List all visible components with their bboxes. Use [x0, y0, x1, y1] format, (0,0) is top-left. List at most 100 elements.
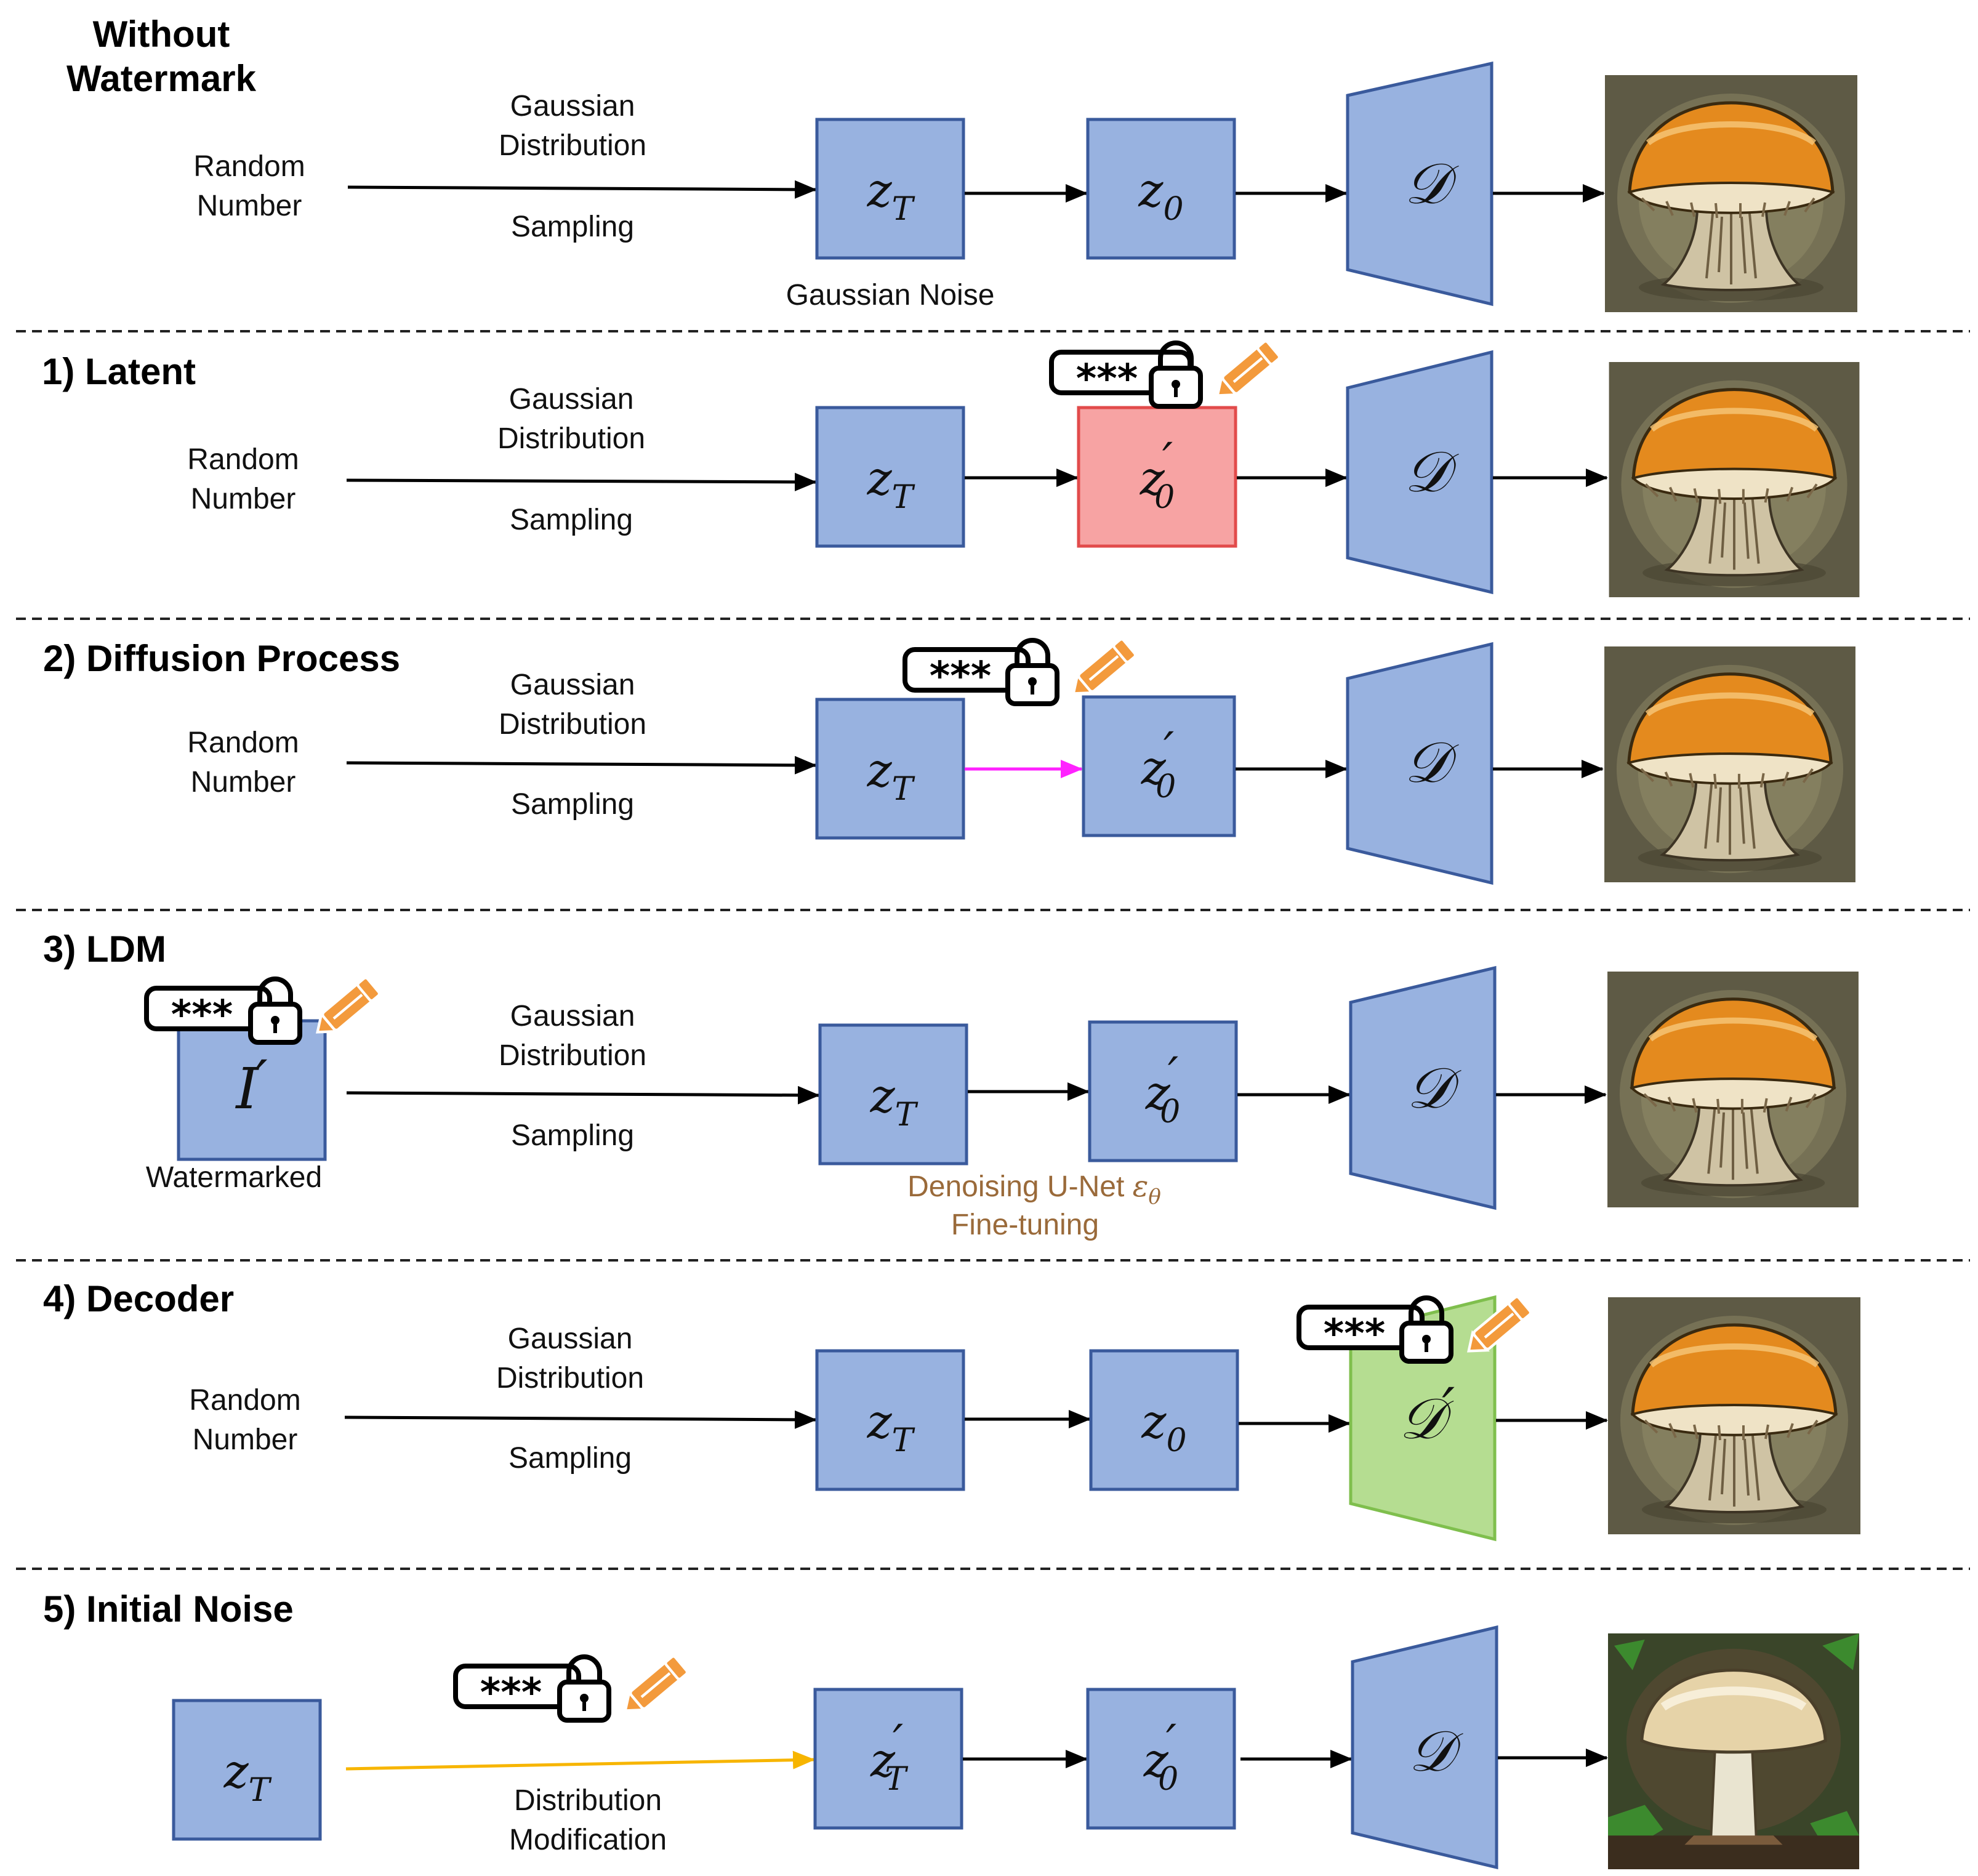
row-latent: 1) Latent Random Number Gaussian Distrib… — [42, 340, 1859, 597]
row-title: 5) Initial Noise — [43, 1588, 294, 1630]
input-label-line: Number — [191, 766, 296, 799]
row-decoder: 4) Decoder Random Number Gaussian Distri… — [43, 1278, 1860, 1542]
watermark-key-badge: *** — [903, 638, 1136, 706]
row-ldm: 3) LDM I′ Watermarked *** Gaussian Distr… — [43, 928, 1859, 1241]
zt-symbol: zT — [867, 743, 915, 808]
z0-prime-symbol: z′0 — [1145, 1047, 1180, 1130]
edge-label-line: Gaussian — [510, 90, 635, 123]
image-prime-symbol: I′ — [235, 1049, 267, 1122]
output-image — [1605, 75, 1857, 312]
z0-symbol: z0 — [1138, 163, 1183, 228]
edge-label-line: Distribution — [499, 1039, 646, 1072]
watermarked-label: Watermarked — [146, 1161, 322, 1194]
sampling-arrow — [346, 755, 817, 775]
row-title: 4) Decoder — [43, 1278, 234, 1319]
decoder-block — [1346, 350, 1494, 595]
decoder-block — [1351, 1625, 1498, 1870]
lock-icon — [557, 1654, 611, 1723]
zt-prime-symbol: z′T — [870, 1714, 908, 1798]
edge-label-line: Distribution — [499, 708, 646, 741]
edge-label-line: Modification — [509, 1824, 667, 1856]
sampling-arrow — [344, 1410, 817, 1429]
watermarked-latent-box — [1077, 406, 1237, 548]
output-image — [1607, 972, 1859, 1207]
zt-symbol: zT — [867, 1394, 915, 1459]
lock-icon — [1149, 340, 1203, 409]
input-label-line: Random — [193, 150, 305, 183]
edge-label-line: Sampling — [510, 504, 633, 536]
zt-box — [815, 1349, 965, 1491]
pencil-icon — [618, 1656, 688, 1720]
key-stars: *** — [171, 992, 233, 1038]
watermark-key-badge: *** — [1297, 1295, 1532, 1364]
z0-prime-symbol: z′0 — [1140, 432, 1175, 516]
row-title: 3) LDM — [43, 928, 166, 970]
edge-label-line: Sampling — [511, 211, 634, 243]
z0-box — [1089, 1349, 1239, 1491]
input-label-line: Random — [189, 1384, 300, 1417]
watermarked-image-box — [177, 1019, 327, 1161]
unet-finetune-label: Denoising U-Net εθ — [907, 1169, 1161, 1209]
row-without-watermark: Without Watermark Random Number Gaussian… — [66, 14, 1857, 312]
sampling-arrow — [346, 1085, 820, 1105]
row-diffusion-process: 2) Diffusion Process Random Number Gauss… — [43, 638, 1855, 885]
decoder-block — [1346, 61, 1494, 307]
input-label-line: Number — [197, 190, 302, 222]
row-title-line: Without — [93, 14, 230, 55]
pencil-icon — [310, 977, 380, 1041]
lock-icon — [1005, 638, 1059, 706]
zt-symbol: zT — [870, 1068, 919, 1133]
zt-box — [815, 698, 965, 840]
output-image — [1608, 1633, 1859, 1869]
edge-label-line: Sampling — [509, 1442, 632, 1475]
zt-box — [815, 406, 965, 548]
zt-box — [815, 118, 965, 260]
row-title: 1) Latent — [42, 351, 196, 392]
key-stars: *** — [930, 654, 991, 699]
edge-label-line: Distribution — [499, 129, 646, 162]
edge-label-line: Gaussian — [508, 1322, 633, 1355]
output-image — [1608, 1297, 1860, 1534]
sampling-arrow — [346, 472, 817, 491]
edge-label-line: Gaussian — [510, 669, 635, 701]
input-label-line: Number — [193, 1423, 298, 1456]
zt-symbol: zT — [867, 163, 915, 228]
output-image — [1609, 362, 1860, 597]
key-stars: *** — [1076, 356, 1138, 402]
input-label-line: Random — [187, 443, 299, 476]
gaussian-noise-label: Gaussian Noise — [786, 279, 995, 312]
z0-symbol: z0 — [1141, 1394, 1186, 1459]
input-label-line: Number — [191, 483, 296, 515]
row-initial-noise: 5) Initial Noise zT *** Distribution Mod… — [43, 1588, 1859, 1870]
z0-prime-symbol: z′0 — [1141, 722, 1176, 805]
edge-label-line: Distribution — [496, 1362, 644, 1395]
z0-prime-box — [1082, 695, 1236, 837]
input-label-line: Random — [187, 727, 299, 759]
key-stars: *** — [480, 1670, 542, 1716]
output-image — [1604, 646, 1855, 882]
edge-label-line: Gaussian — [510, 1000, 635, 1033]
z0-prime-box — [1088, 1020, 1238, 1162]
zt-prime-box — [813, 1688, 963, 1830]
watermark-key-badge: *** — [1049, 340, 1280, 409]
lock-icon — [1399, 1295, 1453, 1364]
z0-prime-box — [1086, 1688, 1236, 1830]
pencil-icon — [1066, 638, 1136, 702]
edge-label-line: Sampling — [511, 1119, 634, 1152]
unet-finetune-label-line: Fine-tuning — [951, 1209, 1099, 1241]
row-title-line: Watermark — [66, 58, 257, 99]
watermark-key-badge: *** — [144, 976, 380, 1045]
edge-label-line: Gaussian — [509, 383, 634, 416]
row-title: 2) Diffusion Process — [43, 638, 400, 679]
key-stars: *** — [1324, 1311, 1385, 1357]
edge-label-line: Sampling — [511, 788, 634, 821]
zt-box — [818, 1023, 968, 1165]
distribution-modification-arrow — [345, 1750, 815, 1771]
pencil-icon — [1210, 340, 1280, 405]
decoder-block — [1346, 642, 1494, 885]
zt-symbol: zT — [867, 451, 915, 516]
decoder-block — [1349, 965, 1497, 1210]
edge-label-line: Distribution — [497, 422, 645, 455]
lock-icon — [248, 976, 302, 1045]
